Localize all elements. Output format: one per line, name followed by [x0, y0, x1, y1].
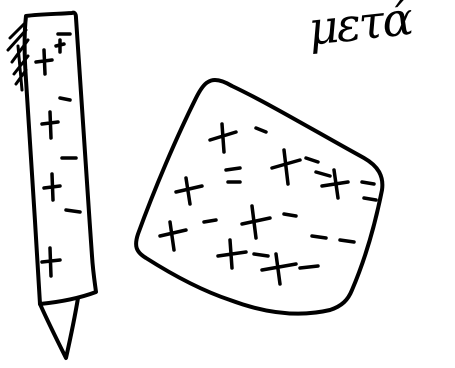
plus-sign — [262, 254, 296, 284]
plus-sign — [176, 178, 202, 204]
minus-sign — [340, 240, 354, 242]
minus-sign — [362, 182, 374, 184]
minus-sign — [256, 128, 266, 132]
plus-sign — [272, 150, 300, 184]
pencil-charge-marks — [36, 34, 80, 276]
plus-sign — [44, 174, 60, 200]
plus-sign — [210, 124, 236, 152]
plus-sign — [56, 40, 64, 52]
paper-drawing — [136, 80, 382, 314]
plus-sign — [160, 222, 186, 250]
minus-sign — [204, 220, 216, 222]
minus-sign — [284, 214, 296, 216]
minus-sign — [316, 172, 330, 176]
plus-sign — [42, 248, 60, 276]
minus-sign — [312, 236, 326, 238]
pencil-drawing — [8, 13, 96, 358]
minus-sign — [300, 266, 318, 268]
minus-sign — [226, 168, 240, 170]
minus-sign — [306, 158, 318, 162]
plus-sign — [42, 112, 58, 138]
minus-sign — [254, 254, 268, 256]
plus-sign — [36, 50, 52, 74]
paper-outline — [136, 80, 382, 314]
pencil-tip — [40, 298, 78, 358]
minus-sign — [364, 198, 376, 200]
minus-sign — [60, 98, 70, 100]
minus-sign — [66, 210, 80, 212]
plus-sign — [242, 206, 270, 238]
plus-sign — [218, 240, 246, 268]
handwritten-word: μετά — [306, 0, 413, 52]
